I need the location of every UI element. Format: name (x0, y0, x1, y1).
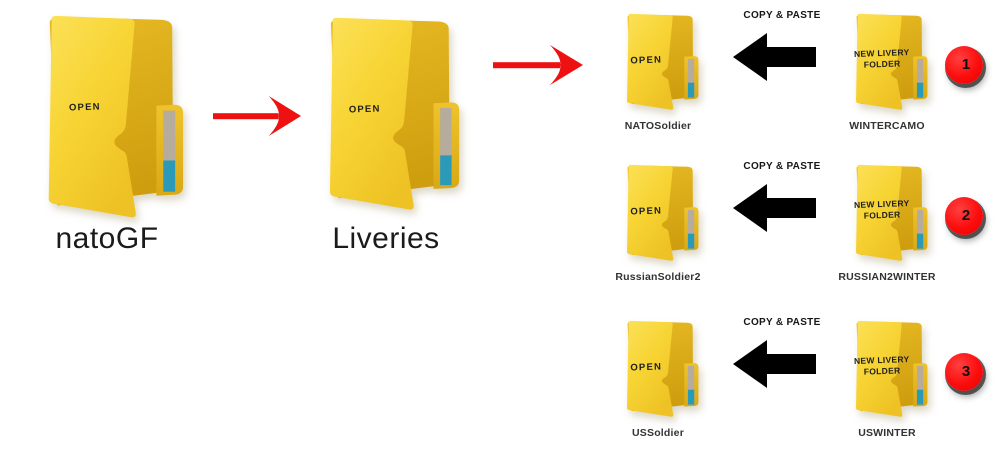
folder-icon (845, 319, 929, 419)
copy-arrow-icon (733, 340, 816, 388)
copy-arrow-icon (733, 184, 816, 232)
folder-liveries: OPEN Liveries (310, 14, 462, 255)
folder-icon (616, 163, 700, 263)
folder-caption: USSoldier (632, 427, 684, 439)
folder-wintercamo: NEW LIVERY FOLDER WINTERCAMO (845, 12, 929, 132)
folder-caption: NATOSoldier (624, 120, 692, 132)
copy-paste-label: COPY & PASTE (743, 317, 821, 328)
step-row-2: OPEN RussianSoldier2 COPY & PASTE NEW LI… (0, 157, 1000, 307)
step-number: 1 (961, 55, 971, 73)
folder-natosoldier: OPEN NATOSoldier (616, 12, 700, 132)
folder-caption: USWINTER (858, 427, 916, 439)
copy-paste-label: COPY & PASTE (743, 161, 821, 172)
step-number: 3 (961, 362, 971, 380)
folder-russiansoldier2: OPEN RussianSoldier2 (615, 163, 700, 283)
folder-icon (616, 12, 700, 112)
folder-caption: RUSSIAN2WINTER (838, 271, 936, 283)
copy-arrow-icon (733, 33, 816, 81)
folder-uswinter: NEW LIVERY FOLDER USWINTER (845, 319, 929, 439)
folder-caption: WINTERCAMO (849, 120, 925, 132)
folder-caption: natoGF (55, 222, 159, 255)
folder-caption: Liveries (332, 222, 440, 255)
folder-natogf: OPEN natoGF (28, 12, 186, 255)
step-number: 2 (961, 206, 971, 224)
copy-paste-label: COPY & PASTE (743, 10, 821, 21)
folder-icon (845, 12, 929, 112)
step-badge-3: 3 (945, 353, 983, 391)
folder-russian2winter: NEW LIVERY FOLDER RUSSIAN2WINTER (838, 163, 935, 283)
step-row-1: OPEN NATOSoldier COPY & PASTE NEW LIVERY… (0, 6, 1000, 156)
folder-icon (845, 163, 929, 263)
step-row-3: OPEN USSoldier COPY & PASTE NEW LIVERY F… (0, 313, 1000, 463)
folder-caption: RussianSoldier2 (615, 271, 701, 283)
folder-ussoldier: OPEN USSoldier (616, 319, 700, 439)
step-badge-1: 1 (945, 46, 983, 84)
step-badge-2: 2 (945, 197, 983, 235)
folder-icon (616, 319, 700, 419)
